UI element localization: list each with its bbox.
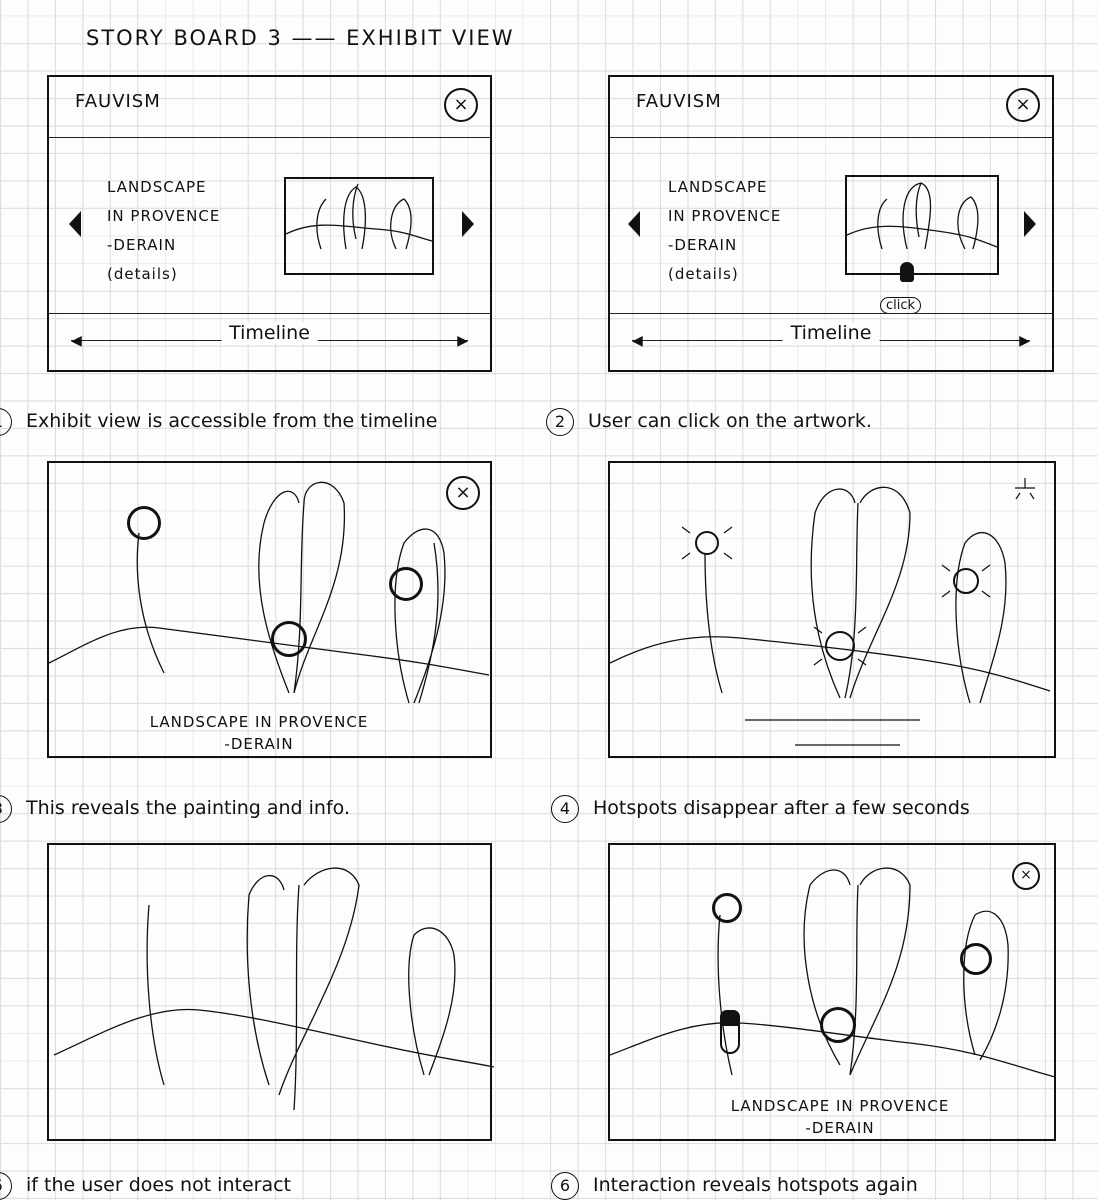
painting-sketch [610,478,1051,746]
section-title: FAUVISM [636,91,722,112]
caption-text: Exhibit view is accessible from the time… [26,410,438,432]
hotspot[interactable] [389,567,423,601]
timeline-label: Timeline [221,322,318,344]
artwork-title-line: IN PROVENCE [668,207,782,225]
artwork-thumbnail[interactable] [284,177,434,275]
artwork-label: LANDSCAPE IN PROVENCE -DERAIN [690,1095,990,1139]
artwork-artist: -DERAIN [107,236,177,254]
panel-4-hotspots-fade [608,461,1056,758]
close-button[interactable]: × [1012,862,1040,890]
step-number: 6 [551,1172,579,1200]
artwork-thumbnail[interactable] [845,175,999,275]
timeline-label: Timeline [782,322,880,344]
arrow-left-icon: ◀ [632,333,643,349]
artwork-details-link[interactable]: (details) [668,265,739,283]
caption-1: 1 Exhibit view is accessible from the tim… [0,408,437,436]
caption-5: 5 if the user does not interact [0,1172,291,1200]
artwork-label: LANDSCAPE IN PROVENCE -DERAIN [109,711,409,755]
hotspot[interactable] [960,943,992,975]
panel-1-exhibit-list: FAUVISM × LANDSCAPE IN PROVENCE -DERAIN … [47,75,492,372]
arrow-right-icon: ▶ [457,333,468,349]
step-number: 4 [551,795,579,823]
artwork-title-line: IN PROVENCE [107,207,221,225]
close-button[interactable]: × [444,88,478,122]
painting-sketch [53,867,494,1111]
previous-arrow-icon[interactable] [69,211,81,237]
arrow-left-icon: ◀ [71,333,82,349]
artwork-artist: -DERAIN [668,236,738,254]
close-button[interactable]: × [446,476,480,510]
click-label: click [880,297,922,314]
hotspot[interactable] [820,1007,856,1043]
arrow-right-icon: ▶ [1019,333,1030,349]
caption-6: 6 Interaction reveals hotspots again [551,1172,918,1200]
caption-text: User can click on the artwork. [588,410,872,432]
caption-text: This reveals the painting and info. [26,797,350,819]
hand-cursor-icon [900,262,914,282]
step-number: 2 [546,408,574,436]
storyboard-title: STORY BOARD 3 —— EXHIBIT VIEW [86,26,515,50]
step-number: 3 [0,795,12,823]
hotspot[interactable] [712,893,742,923]
caption-text: Interaction reveals hotspots again [593,1174,918,1196]
artwork-artist: -DERAIN [224,735,294,753]
caption-text: if the user does not interact [26,1174,291,1196]
artwork-title-line: LANDSCAPE [668,178,768,196]
artwork-title: LANDSCAPE IN PROVENCE [730,1097,950,1115]
panel-6-hotspots-return: × LANDSCAPE IN PROVENCE -DERAIN [608,843,1056,1141]
section-title: FAUVISM [75,91,161,112]
close-button[interactable]: × [1006,88,1040,122]
thumbnail-sketch [286,183,432,250]
next-arrow-icon[interactable] [1024,211,1036,237]
panel-2-click-artwork: FAUVISM × LANDSCAPE IN PROVENCE -DERAIN … [608,75,1054,372]
artwork-details-link[interactable]: (details) [107,265,178,283]
caption-text: Hotspots disappear after a few seconds [593,797,970,819]
artwork-title-line: LANDSCAPE [107,178,207,196]
next-arrow-icon[interactable] [462,211,474,237]
panel-5-no-interaction [47,843,494,1141]
caption-2: 2 User can click on the artwork. [546,408,872,436]
caption-3: 3 This reveals the painting and info. [0,795,350,823]
timeline-bar[interactable]: ◀ ▶ Timeline [49,313,490,370]
step-number: 5 [0,1172,12,1200]
artwork-title: LANDSCAPE IN PROVENCE -DERAIN (details) [107,173,220,289]
artwork-title: LANDSCAPE IN PROVENCE -DERAIN (details) [668,173,781,289]
panel-header: FAUVISM × [610,77,1052,138]
hand-cursor-icon [720,1010,740,1054]
caption-4: 4 Hotspots disappear after a few seconds [551,795,970,823]
artwork-artist: -DERAIN [805,1119,875,1137]
hotspot[interactable] [271,621,307,657]
painting-sketch [49,481,490,704]
panel-header: FAUVISM × [49,77,490,138]
timeline-bar[interactable]: ◀ ▶ Timeline [610,313,1052,370]
artwork-title: LANDSCAPE IN PROVENCE [149,713,369,731]
hotspot[interactable] [127,506,161,540]
thumbnail-sketch [847,182,997,250]
previous-arrow-icon[interactable] [628,211,640,237]
panel-3-painting-view: × LANDSCAPE IN PROVENCE -DERAIN [47,461,492,758]
step-number: 1 [0,408,12,436]
